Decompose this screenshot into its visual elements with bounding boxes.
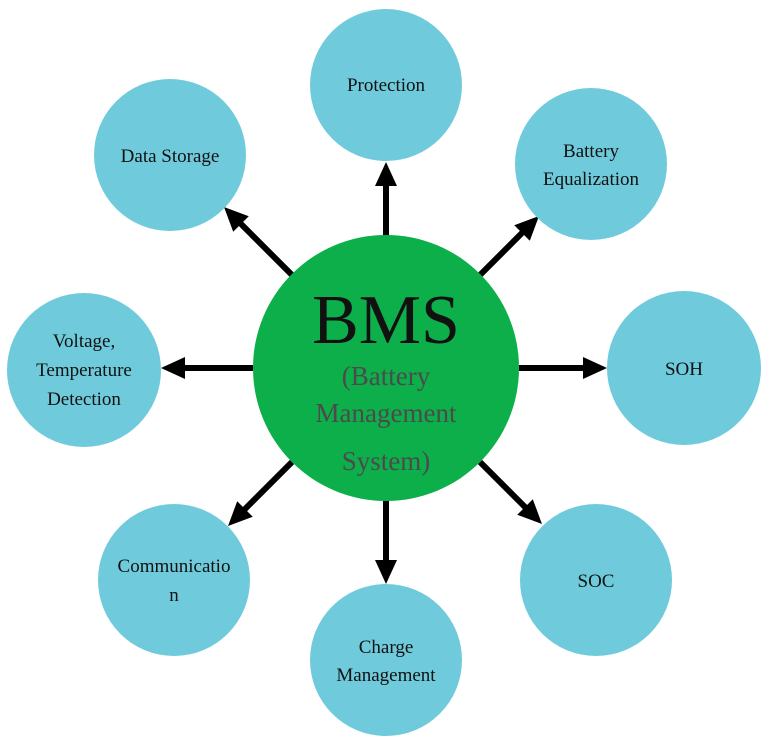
arrow-shaft-battery-equalization xyxy=(477,229,526,278)
arrow-head-charge-management xyxy=(375,560,397,584)
center-node: BMS (Battery Management System) xyxy=(253,235,519,501)
node-circle-data-storage xyxy=(94,79,246,231)
node-label-charge-management-line-2: Management xyxy=(336,665,436,686)
node-protection: Protection xyxy=(310,9,462,161)
node-data-storage: Data Storage xyxy=(94,79,246,231)
arrow-head-data-storage xyxy=(224,207,249,232)
node-label-communication-line-2: n xyxy=(169,585,179,606)
arrows-group xyxy=(161,162,607,584)
node-label-protection-line-1: Protection xyxy=(347,75,426,96)
node-label-charge-management-line-1: Charge xyxy=(359,637,414,658)
node-label-communication-line-1: Communicatio xyxy=(118,556,231,577)
node-label-voltage-temperature-detection-line-3: Detection xyxy=(47,389,121,410)
node-soh: SOH xyxy=(607,291,761,445)
node-soc: SOC xyxy=(520,504,672,656)
node-circle-communication xyxy=(98,504,250,656)
node-label-battery-equalization-line-2: Equalization xyxy=(543,169,640,190)
center-subtitle-line-1: (Battery xyxy=(342,361,431,391)
node-circle-battery-equalization xyxy=(515,88,667,240)
arrow-shaft-communication xyxy=(241,459,295,513)
node-circle-soh xyxy=(607,291,761,445)
arrow-shaft-soc xyxy=(477,459,529,511)
node-label-data-storage-line-1: Data Storage xyxy=(121,146,220,167)
arrow-head-soh xyxy=(583,357,607,379)
node-label-soc-line-1: SOC xyxy=(578,571,615,592)
center-subtitle-line-3: System) xyxy=(342,446,431,476)
node-label-soh-line-1: SOH xyxy=(665,359,703,380)
arrow-head-voltage-temperature-detection xyxy=(161,357,185,379)
node-circle-protection xyxy=(310,9,462,161)
node-communication: Communicatio n xyxy=(98,504,250,656)
node-circle-soc xyxy=(520,504,672,656)
arrow-head-battery-equalization xyxy=(514,216,539,241)
node-label-voltage-temperature-detection-line-2: Temperature xyxy=(36,360,132,381)
node-circle-voltage-temperature-detection xyxy=(7,293,161,447)
node-circle-charge-management xyxy=(310,584,462,736)
center-title: BMS xyxy=(312,282,460,359)
arrow-head-protection xyxy=(375,162,397,186)
center-circle xyxy=(253,235,519,501)
arrow-head-soc xyxy=(517,499,542,524)
node-label-battery-equalization-line-1: Battery xyxy=(563,141,619,162)
arrow-head-communication xyxy=(228,501,253,526)
arrow-shaft-data-storage xyxy=(237,220,295,278)
center-subtitle-line-2: Management xyxy=(316,398,457,428)
node-label-voltage-temperature-detection-line-1: Voltage, xyxy=(53,331,115,352)
